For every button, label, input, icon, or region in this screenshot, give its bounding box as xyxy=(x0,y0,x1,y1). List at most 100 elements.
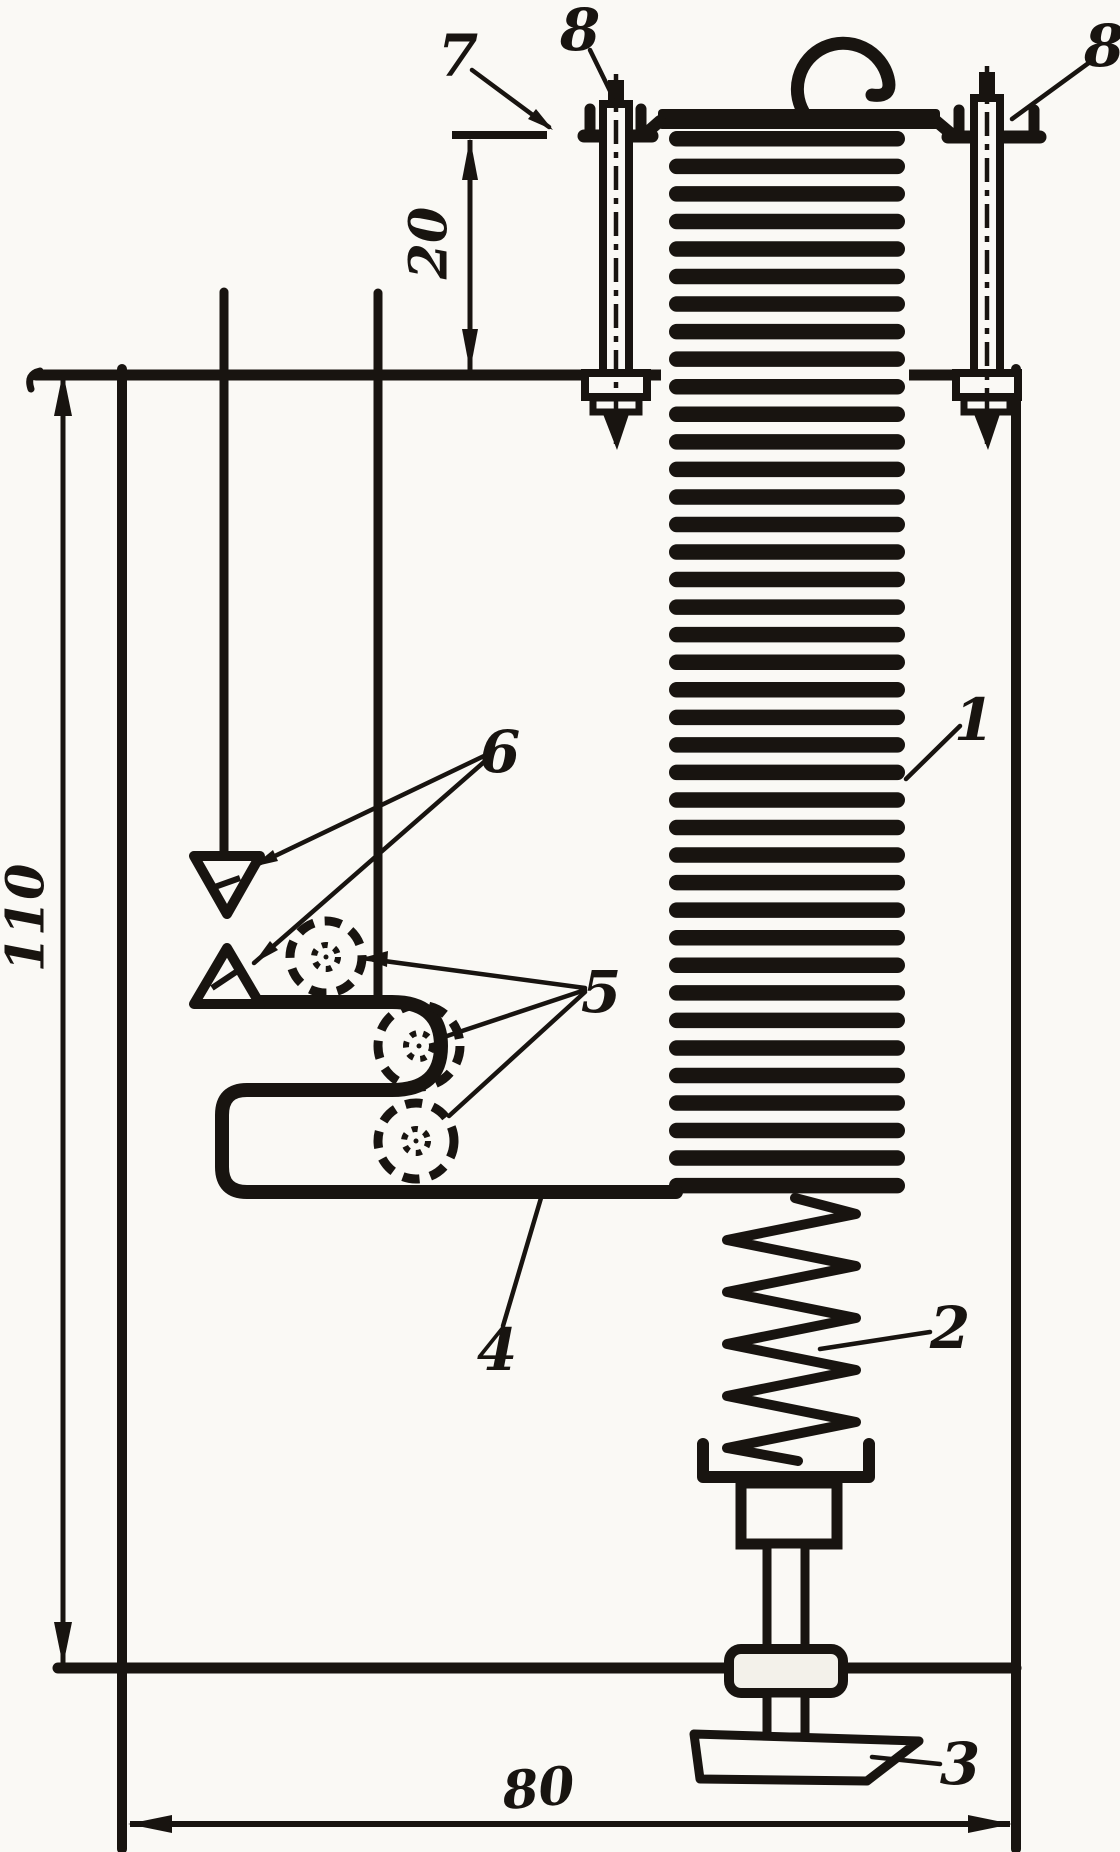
part-label-flange: 7 xyxy=(438,22,478,90)
coil-rib xyxy=(669,379,905,395)
part-label-coil: 1 xyxy=(954,686,994,754)
coil-rib xyxy=(669,1150,905,1166)
armature-block xyxy=(735,1477,843,1550)
part-label-holes: 5 xyxy=(581,958,621,1026)
spring-cup xyxy=(697,1438,875,1483)
contacts xyxy=(189,851,265,1009)
coil-rib xyxy=(669,1067,905,1084)
coil-rib xyxy=(669,1040,905,1056)
hole-1-inner xyxy=(311,942,341,972)
coil-rib xyxy=(669,764,905,781)
dimension-20: 20 xyxy=(399,131,547,371)
leader-part6-upper xyxy=(249,753,487,870)
coil-rib xyxy=(669,819,905,836)
contact-tip-upper-mark xyxy=(210,875,242,891)
leader-part5-hole1 xyxy=(359,955,588,991)
leader-part6-lower xyxy=(251,759,487,966)
coil-rib xyxy=(669,186,905,202)
dim-110-arrow-down xyxy=(54,1622,72,1666)
leader-part5-hole2 xyxy=(438,987,588,1041)
coil-rib xyxy=(669,461,905,478)
coil-rib xyxy=(669,709,905,726)
coil-rib xyxy=(669,323,905,340)
coil-rib xyxy=(669,406,905,422)
coil-rib xyxy=(669,1012,905,1029)
return-spring xyxy=(722,1193,861,1466)
coil-rib xyxy=(669,544,905,560)
dim-80-arrow-right xyxy=(968,1815,1012,1833)
leader-part7-arrow xyxy=(528,109,553,130)
hole-1-center xyxy=(323,954,329,960)
coil-rib xyxy=(669,874,905,891)
hole-3-outer xyxy=(373,1098,459,1184)
part-labels: 1 2 3 4 5 6 7 8 8 xyxy=(438,0,1120,1798)
dim-80-value: 80 xyxy=(499,1755,577,1822)
dim-110-value: 110 xyxy=(0,864,57,973)
coil-rib xyxy=(669,737,905,753)
hole-3-center xyxy=(413,1138,419,1144)
bolt-right-tip xyxy=(974,414,1000,450)
frame-top-line-end-curl xyxy=(26,367,44,393)
bolt-right xyxy=(952,66,1022,450)
leader-part5-hole3 xyxy=(446,989,588,1119)
coil-rib xyxy=(669,434,905,450)
coil-rib xyxy=(669,213,905,230)
coil-rib xyxy=(669,654,905,670)
bolt-left xyxy=(581,74,651,450)
coil-rib xyxy=(669,1122,905,1139)
coil-rib xyxy=(669,351,905,367)
part-label-bolt-left: 8 xyxy=(559,0,600,64)
part-label-contacts: 6 xyxy=(480,718,520,786)
part-label-return-spring: 2 xyxy=(929,1294,970,1362)
hole-3-inner xyxy=(401,1126,431,1156)
coil-ribs xyxy=(669,131,905,1194)
coil-rib xyxy=(669,571,905,588)
contact-bracket xyxy=(215,995,683,1199)
coil-rib xyxy=(669,847,905,863)
coil-backdrop xyxy=(661,100,909,1196)
hole-2-outer xyxy=(373,1000,465,1092)
leader-part8-right xyxy=(1009,59,1093,122)
armature-stem-upper xyxy=(762,1539,810,1657)
coil-rib xyxy=(669,158,905,175)
leader-part6-upper-arrow xyxy=(252,850,278,867)
coil-rib xyxy=(669,599,905,615)
coil-rib xyxy=(669,792,905,808)
coil-rib xyxy=(669,131,905,147)
coil-rib xyxy=(669,516,905,533)
hanging-hook xyxy=(790,36,896,123)
dim-20-arrow-up xyxy=(462,138,478,180)
leader-part2 xyxy=(817,1329,933,1352)
coil-rib xyxy=(669,626,905,643)
leader-part5-arrow xyxy=(362,951,388,967)
coil-rib xyxy=(669,682,905,698)
leader-part6-lower-arrow xyxy=(254,941,278,963)
bolt-left-body xyxy=(599,100,633,377)
dimension-80: 80 xyxy=(128,1755,1012,1833)
leader-part1 xyxy=(903,723,963,782)
contact-tip-lower-mark xyxy=(210,969,238,991)
coil-rib xyxy=(669,296,905,312)
leader-part4 xyxy=(500,1195,544,1329)
dim-20-value: 20 xyxy=(399,207,460,280)
dimension-110: 110 xyxy=(0,372,72,1666)
hole-2-inner xyxy=(403,1030,435,1062)
coil-rib xyxy=(669,489,905,505)
coil-top-plate xyxy=(658,109,940,129)
coil-rib xyxy=(669,268,905,285)
part-label-bracket: 4 xyxy=(477,1316,517,1384)
dim-110-arrow-up xyxy=(54,372,72,416)
dim-80-arrow-left xyxy=(128,1815,172,1833)
coil-rib xyxy=(669,985,905,1001)
coil-rib xyxy=(669,1095,905,1111)
part-label-foot: 3 xyxy=(940,1730,980,1798)
part-label-bolt-right: 8 xyxy=(1083,12,1120,80)
armature-stem-lower xyxy=(762,1688,810,1742)
coil-rib xyxy=(669,930,905,946)
leader-part3 xyxy=(869,1754,943,1767)
contact-wires xyxy=(219,287,383,1005)
coil-rib xyxy=(669,1177,905,1194)
coil-rib xyxy=(669,902,905,918)
